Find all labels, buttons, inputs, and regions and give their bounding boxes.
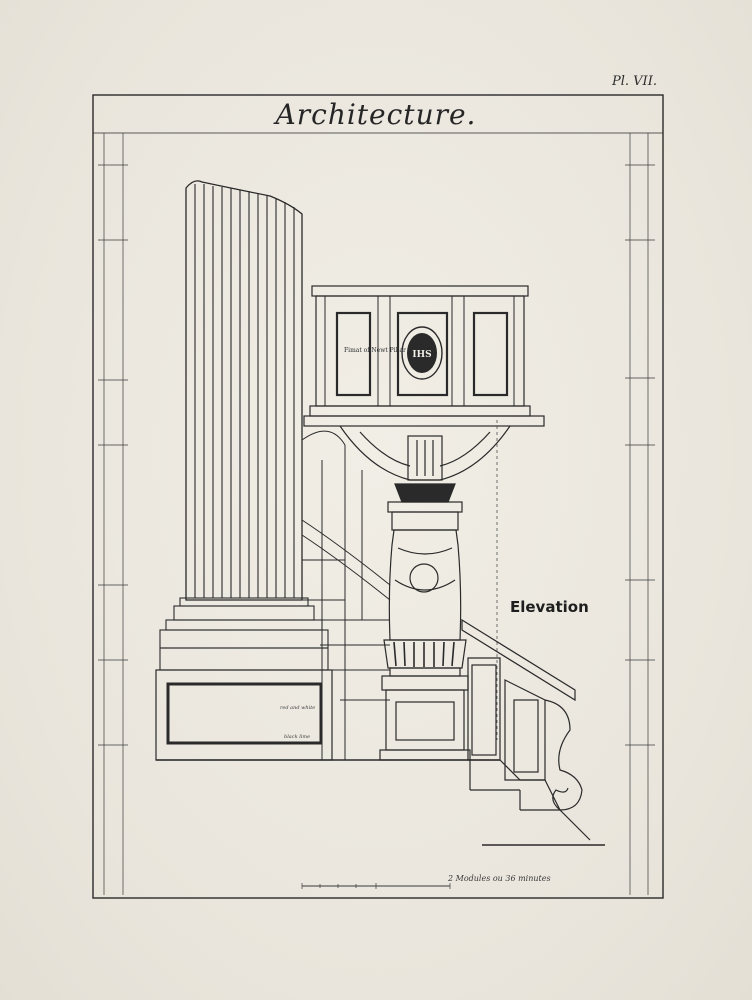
outer-border <box>92 94 664 899</box>
svg-text:red and white: red and white <box>280 705 315 711</box>
scale-caption: 2 Modules ou 36 minutes <box>448 874 551 883</box>
elevation-label: Elevation <box>510 598 589 616</box>
right-module-scale <box>625 133 655 895</box>
pulpit-box <box>303 285 545 427</box>
front-stair <box>461 618 605 846</box>
medallion-monogram: IHS <box>412 350 431 360</box>
graphic-scale <box>301 883 451 889</box>
plate-title: Architecture. <box>275 98 477 131</box>
pulpit-console <box>339 425 511 481</box>
pedestal: red and white black lime <box>155 669 333 761</box>
svg-text:black lime: black lime <box>284 734 310 740</box>
fluted-column <box>159 180 329 671</box>
plate-number: Pl. VII. <box>612 74 657 89</box>
staircase <box>301 430 391 760</box>
pulpit-baluster <box>379 483 471 761</box>
left-module-scale <box>98 133 128 895</box>
panel-left-label: Fimat of Newt Pillar <box>344 347 406 354</box>
